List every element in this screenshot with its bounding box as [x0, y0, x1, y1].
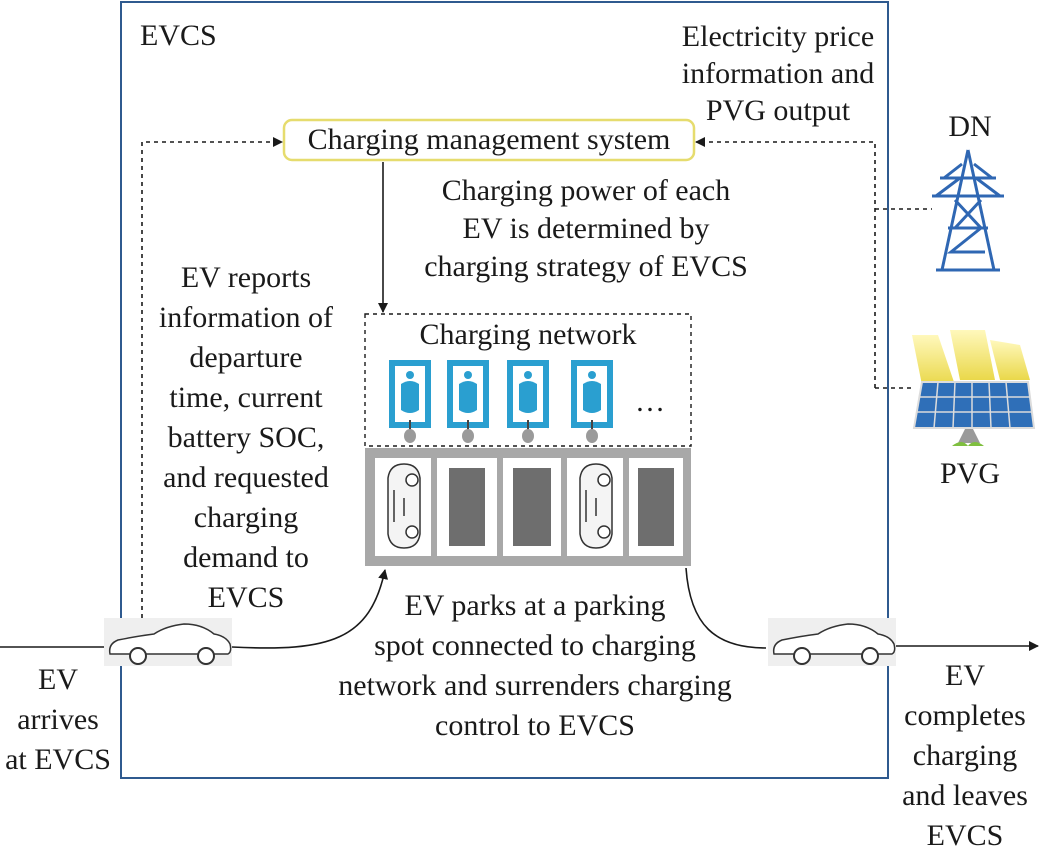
ev-reports-text: EV reports information of departure time…: [158, 261, 334, 614]
ellipsis-label: …: [635, 385, 665, 418]
price-info-arrow: [695, 137, 876, 388]
parked-car-1: [387, 463, 421, 549]
arriving-car: [104, 618, 232, 666]
cms-label: Charging management system: [307, 123, 671, 156]
charger-2: [447, 360, 489, 443]
leaving-car: [768, 618, 896, 666]
leaves-text: EV completes charging and leaves EVCS: [902, 659, 1028, 852]
strategy-text: Charging power of each EV is determined …: [424, 174, 748, 283]
parks-text: EV parks at a parking spot connected to …: [338, 589, 732, 742]
charger-3: [507, 360, 549, 443]
charger-4: [571, 360, 613, 443]
pvg-label: PVG: [939, 457, 1000, 490]
evcs-boundary: [120, 1, 889, 779]
charging-network-label: Charging network: [419, 318, 637, 351]
charger-1: [389, 360, 431, 443]
arrives-text: EV arrives at EVCS: [5, 663, 111, 776]
dn-label: DN: [948, 110, 992, 143]
cms-box: [282, 118, 696, 162]
charging-network-box: [364, 313, 692, 447]
tower-icon: [932, 149, 1004, 272]
solar-panel-icon: [912, 330, 1036, 446]
leave-curve: [685, 567, 767, 649]
park-arrow: [231, 569, 388, 649]
parked-car-2: [579, 463, 613, 549]
evcs-label: EVCS: [140, 19, 217, 52]
ev-report-arrow: [141, 137, 283, 618]
price-info-text: Electricity price information and PVG ou…: [681, 20, 875, 127]
